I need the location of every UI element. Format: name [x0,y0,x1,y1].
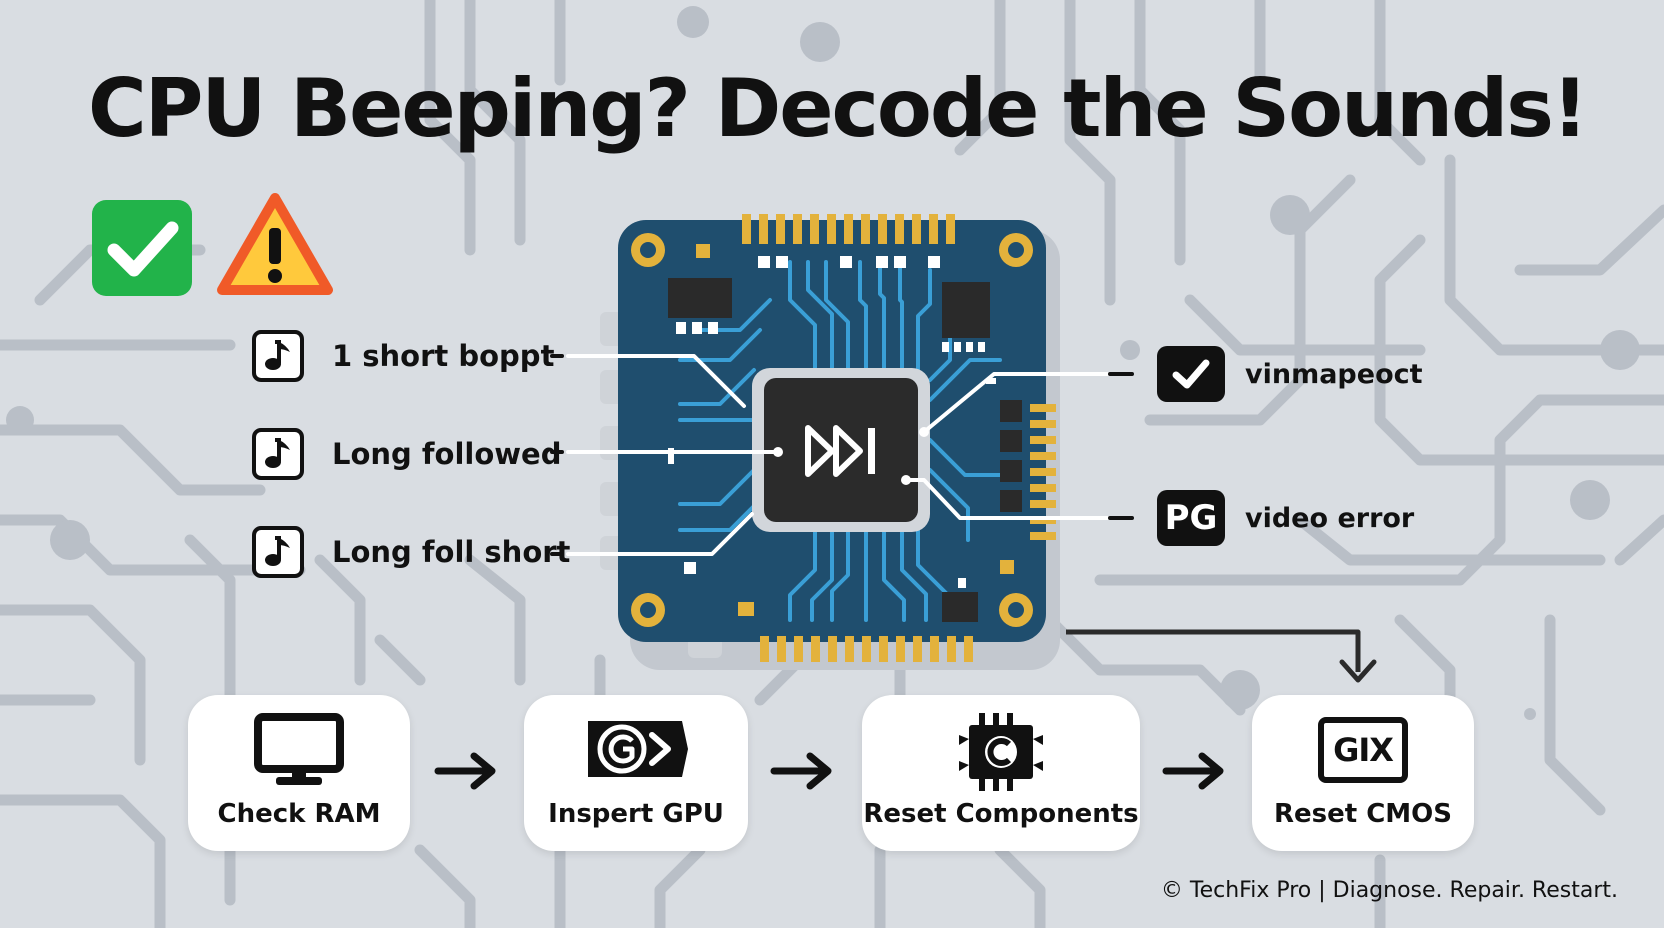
cmos-icon-text: GIX [1333,731,1394,769]
music-note-icon [252,330,304,382]
step-card-reset-components[interactable]: Reset Components [862,695,1140,851]
arrow-right-icon [434,752,496,790]
step-label: Reset Components [863,799,1139,829]
gpu-card-icon [588,721,688,777]
arrow-right-icon [770,752,832,790]
beep-code-label: Long followed [332,437,562,471]
step-card-inspect-gpu[interactable]: Inspert GPU [524,695,748,851]
beep-code-label: Long foll short [332,535,571,569]
diagnosis-label: video error [1245,502,1415,534]
checkmark-icon [92,200,192,296]
fast-forward-icon [805,425,875,477]
beep-code-item: Long foll short [252,526,570,578]
cmos-icon: GIX [1318,717,1408,783]
warning-icon [217,193,333,295]
component-chip-icon [959,713,1043,791]
diagnosis-item: PG video error [1157,490,1414,546]
music-note-icon [252,428,304,480]
step-label: Reset CMOS [1273,799,1453,829]
step-card-check-ram[interactable]: Check RAM [188,695,410,851]
monitor-icon [254,713,344,785]
beep-code-item: Long followed [252,428,561,480]
page-title: CPU Beeping? Decode the Sounds! [88,62,1588,155]
arrow-right-icon [1162,752,1224,790]
footer-credit: © TechFix Pro | Diagnose. Repair. Restar… [1160,878,1618,903]
music-note-icon [252,526,304,578]
beep-code-label: 1 short boppt [332,339,555,373]
step-card-reset-cmos[interactable]: GIX Reset CMOS [1252,695,1474,851]
step-label: Check RAM [217,799,381,829]
beep-code-item: 1 short boppt [252,330,554,382]
checkmark-icon [1157,346,1225,402]
step-label: Inspert GPU [548,799,724,829]
diagnosis-item: vinmapeoct [1157,346,1423,402]
diagnosis-label: vinmapeoct [1245,358,1423,390]
diagnosis-badge: PG [1157,490,1225,546]
